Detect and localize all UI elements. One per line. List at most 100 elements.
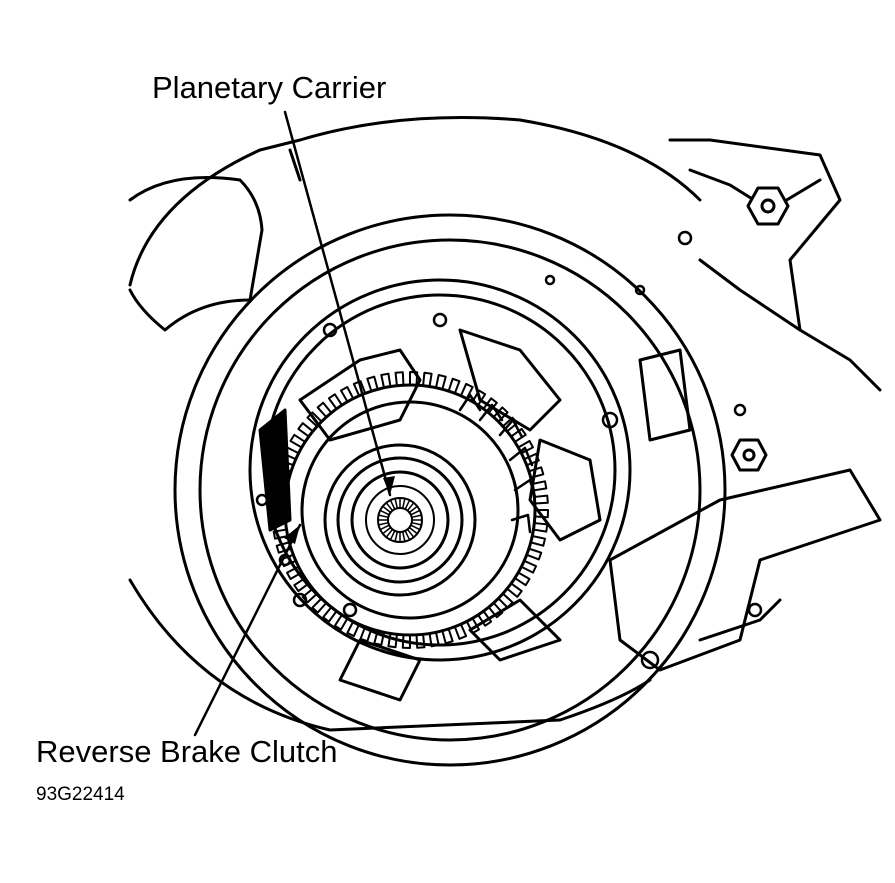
clutch-tooth bbox=[441, 627, 454, 645]
clutch-tooth bbox=[271, 501, 287, 511]
clutch-tooth bbox=[527, 466, 545, 479]
clutch-tooth bbox=[306, 411, 323, 428]
clutch-tooth bbox=[297, 422, 314, 438]
clutch-tooth bbox=[286, 565, 303, 580]
carrier-spline bbox=[377, 521, 390, 526]
clutch-tooth bbox=[282, 446, 300, 461]
clutch-tooth bbox=[293, 577, 310, 593]
carrier-spline bbox=[379, 509, 390, 516]
clutch-tooth bbox=[471, 389, 487, 407]
outer-housing bbox=[128, 116, 702, 287]
clutch-tooth bbox=[340, 386, 355, 403]
bolt-top-right bbox=[746, 186, 790, 226]
clutch-tooth bbox=[359, 625, 373, 643]
clutch-tooth bbox=[428, 631, 440, 648]
clutch-teeth bbox=[271, 371, 549, 649]
carrier-spline bbox=[410, 524, 421, 531]
carrier-spline bbox=[404, 499, 411, 510]
clutch-tooth bbox=[513, 571, 531, 587]
clutch-tooth bbox=[492, 406, 509, 423]
carrier-spline bbox=[408, 526, 418, 535]
clutch-tooth bbox=[380, 372, 392, 389]
clutch-tooth bbox=[271, 515, 287, 526]
clutch-tooth bbox=[517, 440, 534, 455]
leader-reverse-brake-clutch bbox=[193, 523, 302, 737]
clutch-tooth bbox=[272, 528, 289, 540]
flange-ring bbox=[248, 278, 632, 662]
clutch-tooth bbox=[409, 371, 419, 387]
clutch-tooth bbox=[322, 606, 338, 623]
clutch-tooth bbox=[501, 416, 519, 433]
label-planetary-carrier: Planetary Carrier bbox=[152, 70, 387, 105]
carrier-spline bbox=[410, 514, 423, 519]
clutch-tooth bbox=[525, 547, 543, 561]
carrier-spline bbox=[406, 502, 415, 512]
carrier-spline bbox=[385, 502, 394, 512]
carrier-spline bbox=[408, 505, 418, 514]
clutch-tooth bbox=[453, 623, 468, 640]
clutch-tooth bbox=[366, 375, 379, 393]
reverse-brake-clutch-ring bbox=[283, 383, 537, 637]
clutch-tooth bbox=[373, 629, 386, 646]
clutch-fins bbox=[458, 393, 537, 534]
carrier-spline bbox=[406, 528, 415, 538]
carrier-spline bbox=[389, 499, 396, 510]
clutch-tooth bbox=[346, 620, 361, 638]
case-outer-ring bbox=[173, 213, 727, 767]
clutch-tooth bbox=[533, 494, 549, 505]
clutch-tooth bbox=[271, 487, 288, 498]
clutch-tooth bbox=[352, 380, 367, 397]
nut-right bbox=[730, 438, 768, 472]
clutch-tooth bbox=[497, 592, 514, 609]
clutch-tooth bbox=[394, 371, 405, 387]
flange-holes bbox=[255, 230, 763, 670]
clutch-tooth bbox=[477, 610, 493, 627]
clutch-tooth bbox=[311, 597, 328, 614]
left-bellhousing bbox=[128, 176, 264, 332]
carrier-spline bbox=[377, 514, 390, 519]
right-bracket bbox=[608, 468, 882, 672]
carrier-spline bbox=[389, 530, 396, 541]
clutch-tooth bbox=[510, 427, 527, 443]
clutch-tooth bbox=[487, 601, 504, 619]
clutch-tooth bbox=[387, 632, 398, 649]
carrier-spline bbox=[379, 524, 390, 531]
clutch-tooth bbox=[333, 613, 349, 631]
clutch-tooth bbox=[529, 534, 546, 547]
carrier-spline bbox=[382, 505, 392, 514]
carrier-spline bbox=[394, 497, 399, 510]
clutch-tooth bbox=[532, 522, 549, 533]
clutch-tooth bbox=[301, 587, 319, 604]
carrier-spline bbox=[404, 530, 411, 541]
clutch-tooth bbox=[447, 377, 461, 395]
clutch-tooth bbox=[280, 553, 297, 568]
clutch-tooth bbox=[415, 633, 426, 649]
clutch-tooth bbox=[434, 374, 447, 391]
clutch-tooth bbox=[277, 459, 295, 473]
clutch-tooth bbox=[506, 582, 523, 598]
clutch-tooth bbox=[401, 633, 411, 649]
clutch-tooth bbox=[327, 393, 343, 410]
carrier-spline bbox=[410, 521, 423, 526]
clutch-tooth bbox=[465, 617, 480, 634]
clutch-tooth bbox=[520, 559, 538, 574]
clutch-tooth bbox=[533, 509, 549, 519]
leader-planetary-carrier bbox=[283, 110, 392, 497]
clutch-tooth bbox=[422, 371, 433, 388]
clutch-tooth bbox=[316, 401, 333, 419]
carrier-spline bbox=[382, 526, 392, 535]
planetary-carrier bbox=[323, 443, 477, 597]
clutch-tooth bbox=[289, 433, 307, 449]
clutch-tooth bbox=[531, 480, 548, 492]
left-slot bbox=[258, 408, 292, 532]
clutch-tooth bbox=[523, 452, 540, 467]
clutch-tooth bbox=[275, 541, 293, 554]
label-reverse-brake-clutch: Reverse Brake Clutch bbox=[36, 734, 338, 769]
right-casing bbox=[668, 138, 882, 392]
clutch-tooth bbox=[459, 382, 474, 400]
clutch-tooth bbox=[274, 473, 291, 486]
carrier-spline bbox=[401, 497, 406, 510]
carrier-spline bbox=[410, 509, 421, 516]
